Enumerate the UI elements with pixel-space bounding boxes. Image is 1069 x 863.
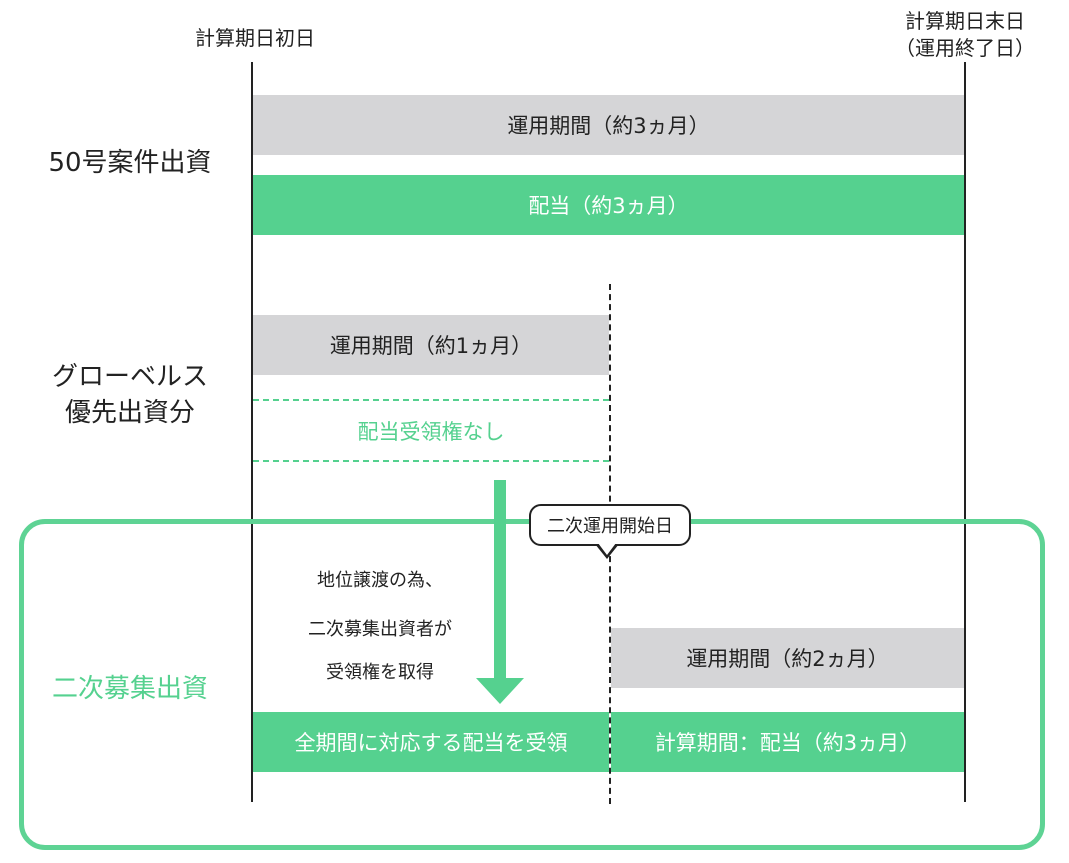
transfer-arrow-head (476, 678, 524, 704)
end-date-label: 計算期日末日 (905, 9, 1025, 33)
row1-operation-bar: 運用期間（約3ヵ月） (253, 95, 964, 155)
row2-operation-text: 運用期間（約1ヵ月） (329, 334, 533, 358)
callout-tail-fill (598, 543, 616, 555)
row1-label: 50号案件出資 (48, 148, 212, 178)
note-line3: 受領権を取得 (326, 662, 434, 683)
row3-full-dividend-bar: 全期間に対応する配当を受領 (253, 712, 609, 772)
row3-label: 二次募集出資 (51, 674, 208, 704)
start-date-label: 計算期日初日 (195, 26, 315, 50)
end-date-sublabel: （運用終了日） (895, 36, 1035, 60)
note-line2: 二次募集出資者が (308, 619, 452, 640)
row2-label-line1: グローベルス (51, 362, 208, 392)
row1-operation-text: 運用期間（約3ヵ月） (507, 114, 710, 138)
row3-operation-text: 運用期間（約2ヵ月） (686, 647, 889, 671)
row2-no-dividend-bar: 配当受領権なし (253, 399, 609, 462)
secondary-start-callout: 二次運用開始日 (529, 504, 691, 546)
row1-dividend-bar: 配当（約3ヵ月） (253, 175, 964, 235)
callout-text: 二次運用開始日 (547, 516, 673, 537)
row1-dividend-text: 配当（約3ヵ月） (528, 194, 689, 218)
row3-period-dividend-bar: 計算期間：配当（約3ヵ月） (611, 712, 964, 772)
row3-period-dividend-text: 計算期間：配当（約3ヵ月） (654, 731, 921, 755)
row2-operation-bar: 運用期間（約1ヵ月） (253, 315, 609, 375)
transfer-arrow-shaft (494, 480, 506, 680)
start-date-line (251, 62, 253, 802)
end-date-line (964, 62, 966, 802)
row3-full-dividend-text: 全期間に対応する配当を受領 (294, 731, 568, 755)
row2-label-line2: 優先出資分 (64, 398, 195, 428)
row2-no-dividend-text: 配当受領権なし (357, 419, 505, 444)
row3-operation-bar: 運用期間（約2ヵ月） (611, 628, 964, 688)
note-line1: 地位譲渡の為、 (317, 570, 443, 591)
